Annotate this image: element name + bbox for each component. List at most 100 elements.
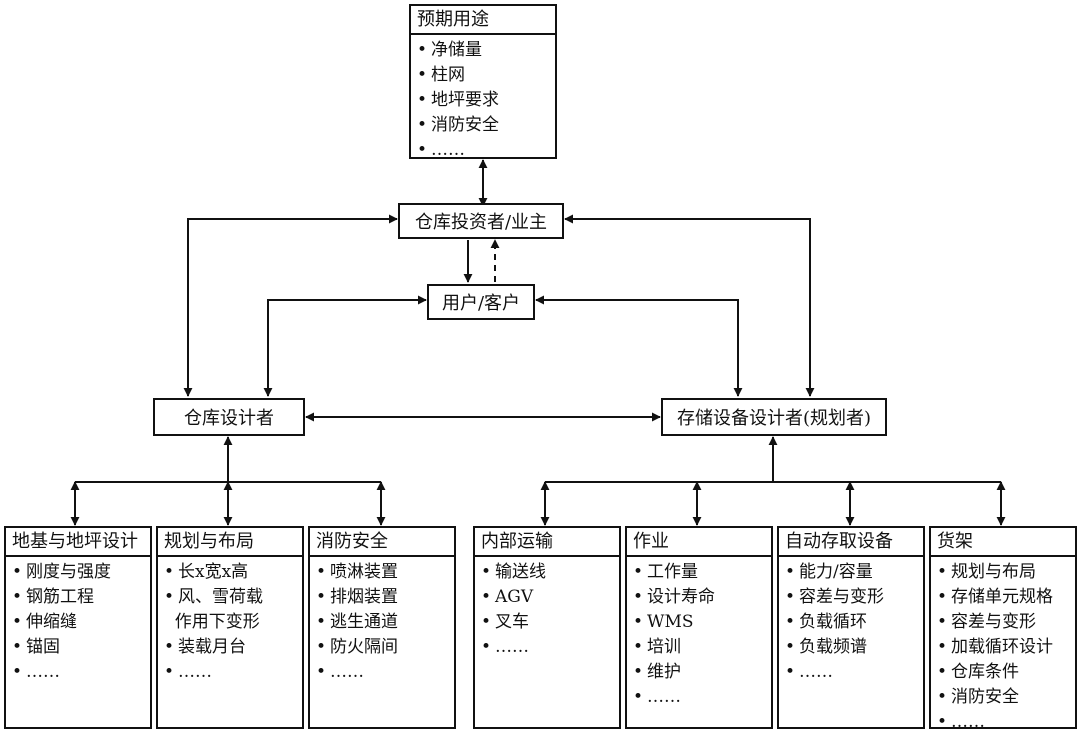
list-item: •地坪要求 [417,88,555,113]
list-item-text: …… [26,662,60,682]
bullet-icon: • [12,612,23,632]
list-item: •培训 [633,635,771,660]
list-item: •…… [12,660,150,685]
panel-title: 自动存取设备 [779,528,923,557]
bullet-icon: • [633,662,644,682]
usage-list: •净储量•柱网•地坪要求•消防安全•…… [411,35,555,163]
bullet-icon: • [164,637,175,657]
list-item: •…… [481,635,619,660]
bullet-icon: • [937,637,948,657]
panel-list: •能力/容量•容差与变形•负载循环•负载频谱•…… [779,557,923,685]
bullet-icon: • [316,637,327,657]
usage-box: 预期用途 •净储量•柱网•地坪要求•消防安全•…… [409,4,557,160]
arrow-investor-warehouse-designer [183,214,398,397]
panel-title: 消防安全 [310,528,454,557]
list-item-text: 排烟装置 [330,587,398,607]
bullet-icon: • [12,587,23,607]
bullet-icon: • [12,662,23,682]
list-item-text: 长x宽x高 [178,562,249,582]
list-item: •工作量 [633,560,771,585]
list-item: •逃生通道 [316,610,454,635]
list-item: •消防安全 [417,113,555,138]
arrow-user-warehouse-designer [263,295,427,397]
list-item-text: …… [495,637,529,657]
panel-title: 地基与地坪设计 [6,528,150,557]
investor-label: 仓库投资者/业主 [414,212,548,233]
list-item-text: 叉车 [495,612,529,632]
panel-list: •规划与布局•存储单元规格•容差与变形•加载循环设计•仓库条件•消防安全•…… [931,557,1075,735]
list-item: •AGV [481,585,619,610]
bullet-icon: • [785,612,796,632]
list-item-text: 容差与变形 [951,612,1036,632]
panel-list: •喷淋装置•排烟装置•逃生通道•防火隔间•…… [310,557,454,685]
bullet-icon: • [164,662,175,682]
list-item-text: 维护 [647,662,681,682]
bullet-icon: • [937,612,948,632]
list-item-text: 负载频谱 [799,637,867,657]
bullet-icon: • [785,562,796,582]
user-label: 用户/客户 [441,293,521,314]
list-item-text: 伸缩缝 [26,612,77,632]
list-item-text: 净储量 [431,40,482,60]
panel-list: •工作量•设计寿命•WMS•培训•维护•…… [627,557,771,710]
list-item: •设计寿命 [633,585,771,610]
bullet-icon: • [633,637,644,657]
bullet-icon: • [316,562,327,582]
bullet-icon: • [785,637,796,657]
list-item-text: 负载循环 [799,612,867,632]
bullet-icon: • [417,65,428,85]
list-item-text: 工作量 [647,562,698,582]
list-item-text: 钢筋工程 [26,587,94,607]
panel-title: 作业 [627,528,771,557]
list-item: •规划与布局 [937,560,1075,585]
bullet-icon: • [633,587,644,607]
list-item: •输送线 [481,560,619,585]
arrow-user-storage-designer [535,295,743,397]
arrow-investor-storage-designer [564,214,815,397]
panel-title: 内部运输 [475,528,619,557]
list-item: •…… [316,660,454,685]
list-item: •喷淋装置 [316,560,454,585]
list-item-text: 设计寿命 [647,587,715,607]
bullet-icon: • [937,562,948,582]
list-item: •负载频谱 [785,635,923,660]
list-item: •负载循环 [785,610,923,635]
list-item-text: 逃生通道 [330,612,398,632]
bullet-icon: • [481,587,492,607]
list-item-text: 存储单元规格 [951,587,1053,607]
usage-title: 预期用途 [411,6,555,35]
bullet-icon: • [417,140,428,160]
list-item-text: WMS [647,612,694,632]
panel-list: •输送线•AGV•叉车•…… [475,557,619,660]
list-item: •加载循环设计 [937,635,1075,660]
bullet-icon: • [481,612,492,632]
list-item: •叉车 [481,610,619,635]
bullet-icon: • [937,712,948,732]
bullet-icon: • [481,562,492,582]
bullet-icon: • [785,662,796,682]
list-item: •仓库条件 [937,660,1075,685]
list-item: •…… [785,660,923,685]
list-item: •防火隔间 [316,635,454,660]
list-item: •排烟装置 [316,585,454,610]
list-item: •存储单元规格 [937,585,1075,610]
list-item: •风、雪荷载 作用下变形 [164,585,302,635]
list-item-text: AGV [495,587,534,607]
list-item-text: 锚固 [26,637,60,657]
bullet-icon: • [417,90,428,110]
list-item-text: …… [647,687,681,707]
panel-transport: 内部运输 •输送线•AGV•叉车•…… [473,526,621,729]
bullet-icon: • [417,40,428,60]
list-item: •…… [417,138,555,163]
bullet-icon: • [164,562,175,582]
list-item-text: 培训 [647,637,681,657]
bullet-icon: • [12,637,23,657]
bullet-icon: • [937,662,948,682]
panel-list: •长x宽x高•风、雪荷载 作用下变形•装载月台•…… [158,557,302,685]
bullet-icon: • [633,687,644,707]
bullet-icon: • [316,612,327,632]
bullet-icon: • [12,562,23,582]
list-item: •能力/容量 [785,560,923,585]
list-item: •柱网 [417,63,555,88]
list-item: •维护 [633,660,771,685]
